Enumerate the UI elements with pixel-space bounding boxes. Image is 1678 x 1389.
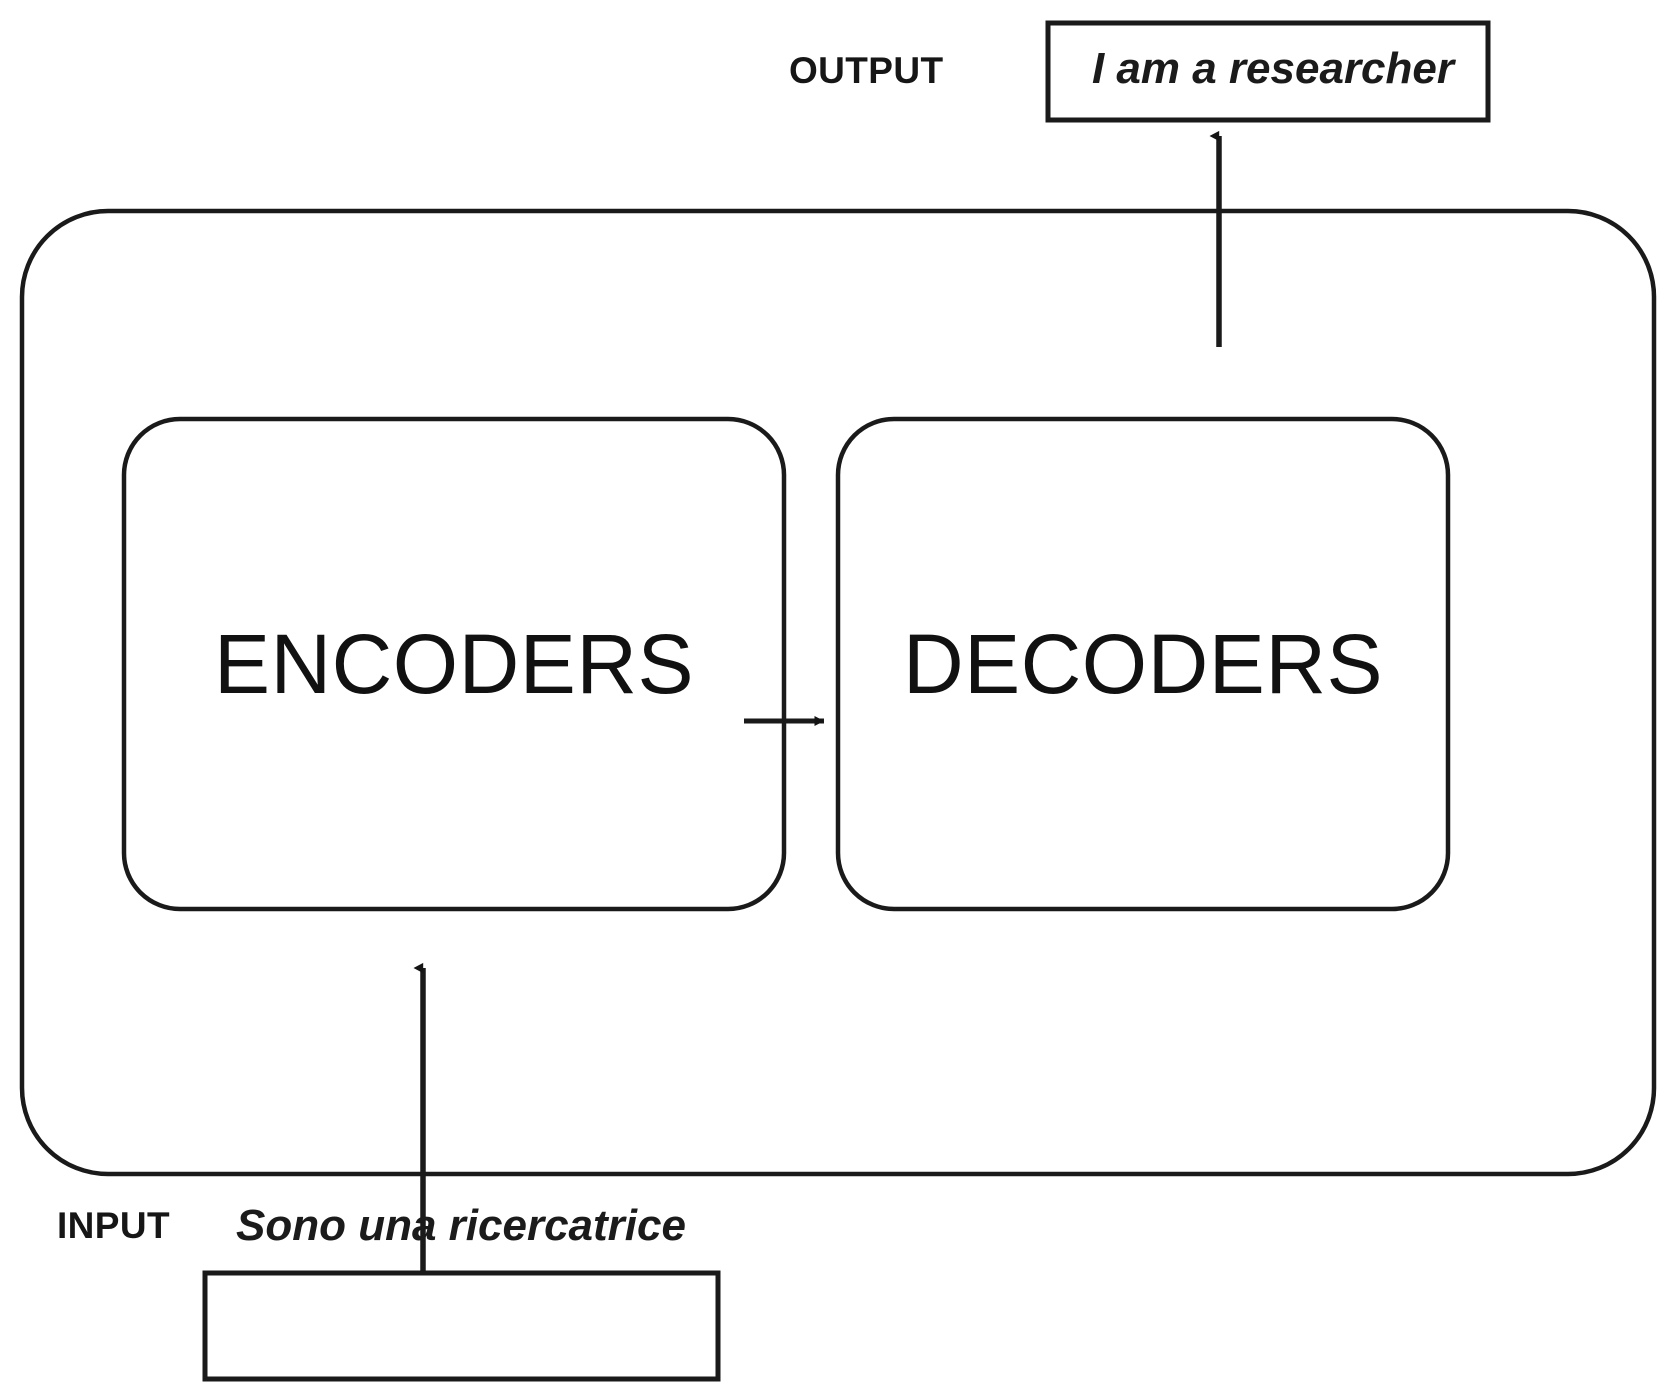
input-box[interactable] [202, 1270, 721, 1382]
input-label: INPUT [57, 1205, 170, 1246]
decoders-block-label: DECODERS [902, 617, 1384, 711]
decoders-block[interactable] [835, 416, 1451, 912]
model-container [19, 208, 1657, 1177]
encoders-block[interactable] [121, 416, 787, 912]
output-box-text: I am a researcher [1091, 44, 1455, 93]
output-box[interactable] [1045, 20, 1491, 123]
output-label: OUTPUT [789, 50, 944, 91]
encoders-block-label: ENCODERS [213, 617, 695, 711]
input-box-text: Sono una ricercatrice [236, 1201, 686, 1250]
